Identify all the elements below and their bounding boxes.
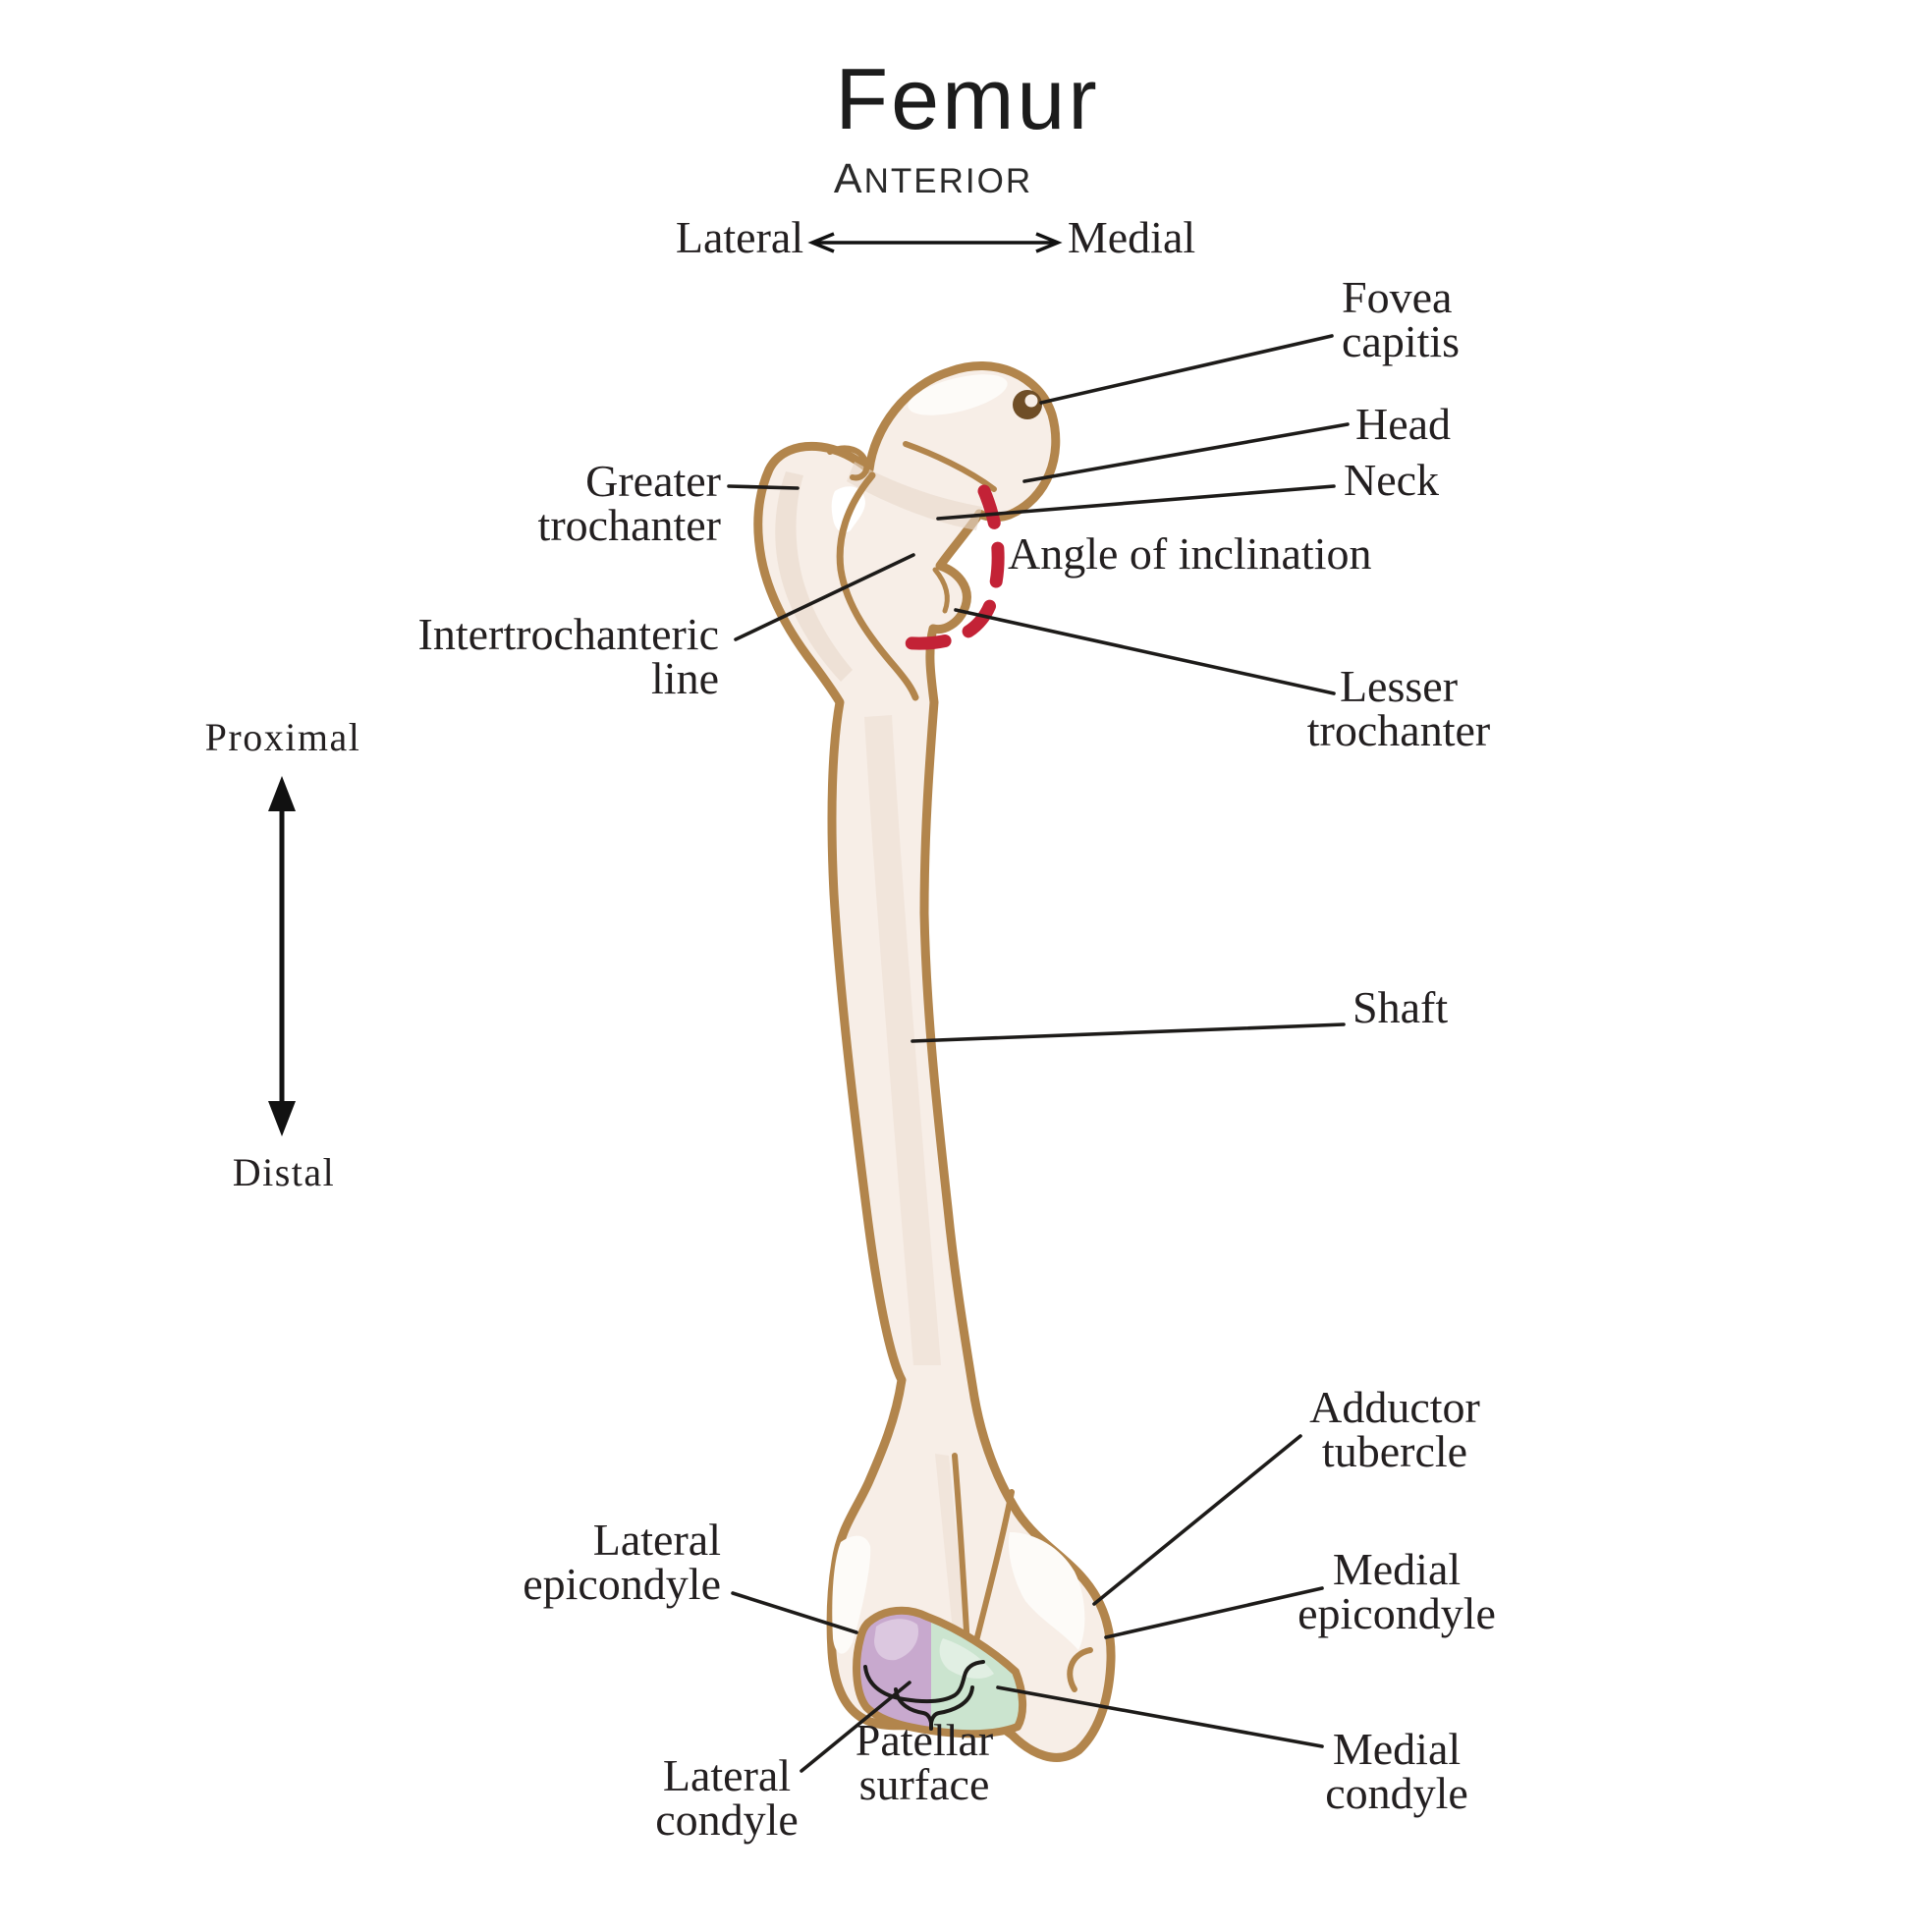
leader-line-adductor-tubercle (1092, 1434, 1302, 1606)
proximal-distal-arrow (268, 776, 296, 1136)
greater-trochanter-shading (775, 471, 853, 682)
axis-label-proximal: Proximal (204, 715, 361, 759)
patellar-lateral-highlight (874, 1619, 919, 1661)
medial-condyle-hook-line (1067, 1647, 1093, 1692)
label-greater-trochanter: Greater trochanter (537, 456, 721, 550)
view-subtitle: Anterior (833, 155, 1033, 202)
label-patellar-surface: Patellar surface (855, 1715, 994, 1809)
leader-line-shaft (911, 1022, 1346, 1043)
patellar-medial-highlight (939, 1638, 994, 1679)
arrow-right-head (1035, 232, 1063, 253)
condyle-underline-curve (863, 1660, 985, 1704)
leader-line-medial-condyle (996, 1685, 1324, 1748)
leader-line-lateral-epicondyle (731, 1591, 858, 1634)
label-neck: Neck (1344, 455, 1440, 505)
lesser-trochanter-crease-line (932, 567, 950, 614)
axis-label-medial: Medial (1067, 212, 1196, 262)
leader-line-greater-trochanter (727, 484, 800, 490)
arrow-down-head (268, 1101, 296, 1136)
neck-shading (847, 462, 982, 530)
leader-line-head (1022, 422, 1350, 483)
shaft-shading (864, 715, 941, 1365)
page-title: Femur (835, 50, 1100, 147)
label-fovea-capitis: Fovea capitis (1342, 272, 1461, 366)
label-adductor-tubercle: Adductor tubercle (1309, 1382, 1480, 1476)
neck-top-line (903, 441, 997, 492)
label-lateral-condyle: Lateral condyle (655, 1750, 799, 1845)
leader-line-medial-epicondyle (1104, 1586, 1324, 1639)
patellar-surface-brace (894, 1685, 974, 1731)
intertrochanteric-ridge-line (836, 471, 919, 701)
lateral-medial-arrow (807, 232, 1063, 253)
axis-label-lateral: Lateral (675, 212, 804, 262)
head-highlight (908, 374, 1008, 415)
distal-shading (935, 1454, 968, 1650)
leader-line-fovea-capitis (1039, 334, 1334, 405)
arrow-left-head (807, 232, 835, 253)
label-head: Head (1355, 399, 1452, 449)
femur-bone-silhouette (753, 361, 1116, 1762)
medial-condyle-highlight (1008, 1532, 1085, 1650)
leader-line-neck (936, 484, 1336, 521)
label-lesser-trochanter: Lesser trochanter (1306, 661, 1491, 755)
axis-label-distal: Distal (232, 1150, 336, 1194)
leader-line-intertrochanteric-line (734, 553, 915, 641)
patellar-surface-outline (853, 1606, 1026, 1739)
angle-of-inclination-arc (885, 484, 1005, 650)
label-intertrochanteric-line: Intertrochanteric line (417, 609, 719, 703)
label-shaft: Shaft (1352, 982, 1449, 1032)
label-lateral-epicondyle: Lateral epicondyle (523, 1515, 721, 1609)
label-medial-epicondyle: Medial epicondyle (1297, 1544, 1496, 1638)
trochanter-saddle-hook-line (827, 445, 870, 481)
label-angle-of-inclination: Angle of inclination (1008, 528, 1372, 579)
arrow-up-head (268, 776, 296, 811)
leader-line-lesser-trochanter (954, 608, 1336, 695)
lateral-condyle-highlight (832, 1535, 871, 1654)
leader-line-lateral-condyle (800, 1681, 911, 1773)
fovea-capitis-center (1024, 394, 1038, 408)
label-medial-condyle: Medial condyle (1325, 1724, 1468, 1818)
